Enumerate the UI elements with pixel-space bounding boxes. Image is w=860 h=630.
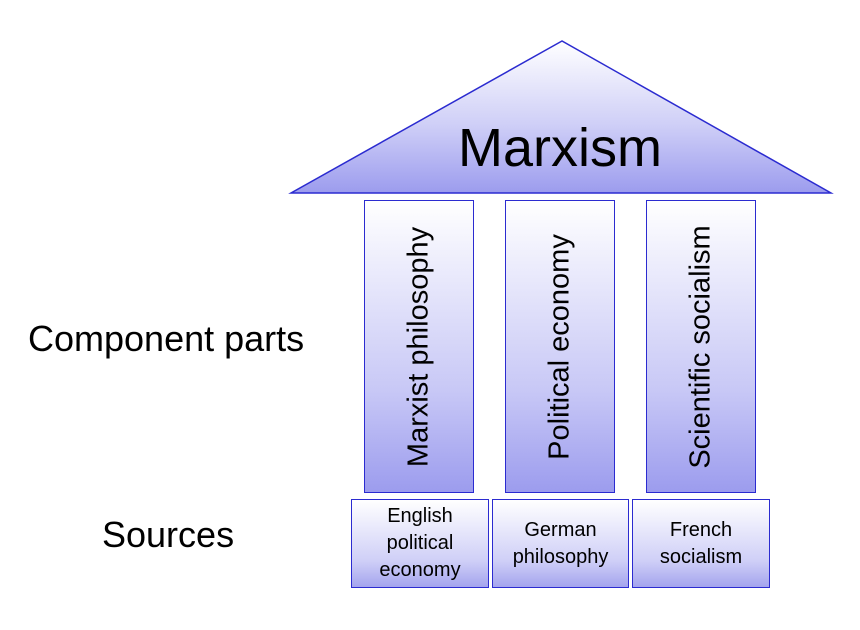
source-french-socialism: French socialism xyxy=(632,499,770,588)
sources-label: Sources xyxy=(102,514,235,555)
pillar-label: Scientific socialism xyxy=(684,224,717,469)
source-german-philosophy: German philosophy xyxy=(492,499,629,588)
component-parts-label: Component parts xyxy=(28,318,305,359)
pillar-label: Marxist philosophy xyxy=(402,226,435,467)
pillar-political-economy: Political economy xyxy=(505,200,615,493)
source-label: English political economy xyxy=(379,505,461,581)
pillar-marxist-philosophy: Marxist philosophy xyxy=(364,200,474,493)
pillar-label: Political economy xyxy=(543,233,576,460)
source-label: German philosophy xyxy=(512,518,609,568)
source-label: French socialism xyxy=(659,518,743,568)
source-english-political-economy: English political economy xyxy=(351,499,489,588)
roof-title: Marxism xyxy=(458,118,662,178)
roof-triangle xyxy=(288,40,834,194)
pillar-scientific-socialism: Scientific socialism xyxy=(646,200,756,493)
